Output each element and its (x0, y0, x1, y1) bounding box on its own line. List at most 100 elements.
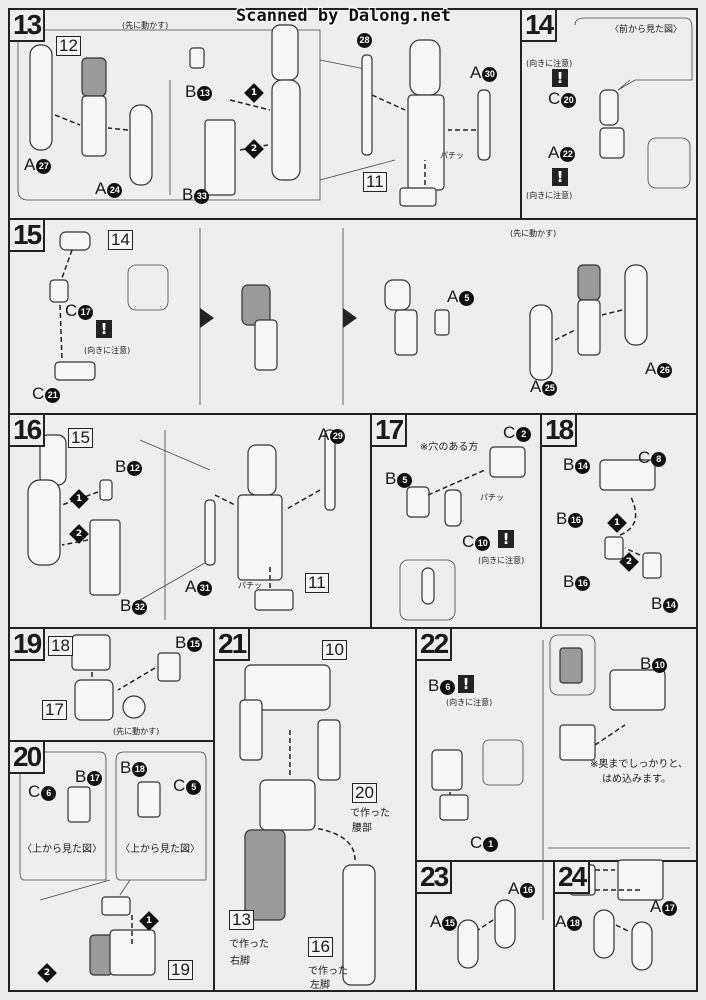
ref-step-18: 18 (48, 636, 73, 656)
note-made-in: で作った (350, 808, 390, 819)
step-number-21: 21 (215, 629, 251, 661)
step-number-15: 15 (10, 220, 46, 252)
note-front-view: 〈前から見た図〉 (610, 25, 683, 35)
note-made-in: で作った (229, 939, 269, 950)
order-marker-1: 1 (607, 513, 627, 533)
step-number-24: 24 (555, 862, 591, 894)
warning-icon: ! (458, 675, 474, 693)
order-marker-1: 1 (69, 489, 89, 509)
note-mind-direction: (向きに注意) (478, 556, 525, 565)
ref-step-12: 12 (56, 36, 81, 56)
note-top-view: 〈上から見た図〉 (120, 844, 200, 855)
note-click: パチッ (238, 581, 262, 590)
note-top-view: 〈上から見た図〉 (22, 844, 102, 855)
ref-step-14: 14 (108, 230, 133, 250)
note-side-with-hole: ※穴のある方 (420, 442, 479, 453)
panel-step-22 (415, 627, 698, 862)
warning-icon: ! (498, 530, 514, 548)
ref-step-19: 19 (168, 960, 193, 980)
note-mind-direction: (向きに注意) (446, 698, 493, 707)
note-push-in-line-2: はめ込みます。 (602, 774, 671, 785)
step-number-22: 22 (417, 629, 453, 661)
ref-step-20: 20 (352, 783, 377, 803)
warning-icon: ! (552, 168, 568, 186)
next-arrow-icon (343, 308, 357, 328)
ref-step-11: 11 (305, 573, 329, 593)
note-move-first: (先に動かす) (122, 21, 169, 30)
ref-step-13: 13 (229, 910, 254, 930)
step-number-23: 23 (417, 862, 453, 894)
note-push-in-line-1: ※奥までしっかりと、 (590, 759, 688, 770)
order-marker-2: 2 (619, 552, 639, 572)
warning-icon: ! (96, 320, 112, 338)
note-click: パチッ (480, 493, 504, 502)
note-click: パチッ (440, 151, 464, 160)
step-number-16: 16 (10, 415, 46, 447)
frame-a27 (29, 44, 53, 151)
note-move-first: (先に動かす) (510, 229, 557, 238)
order-marker-1: 1 (139, 911, 159, 931)
panel-step-16 (8, 413, 372, 629)
part-label-28: 28 (356, 30, 372, 48)
ref-step-10: 10 (322, 640, 347, 660)
step-number-18: 18 (542, 415, 578, 447)
ref-step-11: 11 (363, 172, 387, 192)
step-number-19: 19 (10, 629, 46, 661)
order-marker-1: 1 (244, 83, 264, 103)
step-number-14: 14 (522, 10, 558, 42)
step-number-13: 13 (10, 10, 46, 42)
order-marker-2: 2 (69, 524, 89, 544)
step-number-20: 20 (10, 742, 46, 774)
ref-step-15: 15 (68, 428, 93, 448)
note-right-leg: 右脚 (230, 956, 250, 967)
ref-step-17: 17 (42, 700, 67, 720)
ref-step-16: 16 (308, 937, 333, 957)
note-move-first: (先に動かす) (113, 727, 160, 736)
warning-icon: ! (552, 69, 568, 87)
note-mind-direction: (向きに注意) (526, 191, 573, 200)
note-mind-direction: (向きに注意) (84, 346, 131, 355)
order-marker-2: 2 (244, 139, 264, 159)
note-left-leg: 左脚 (310, 980, 330, 991)
order-marker-2: 2 (37, 963, 57, 983)
note-made-in: で作った (308, 966, 348, 977)
watermark: Scanned by Dalong.net (236, 6, 451, 26)
step-number-17: 17 (372, 415, 408, 447)
